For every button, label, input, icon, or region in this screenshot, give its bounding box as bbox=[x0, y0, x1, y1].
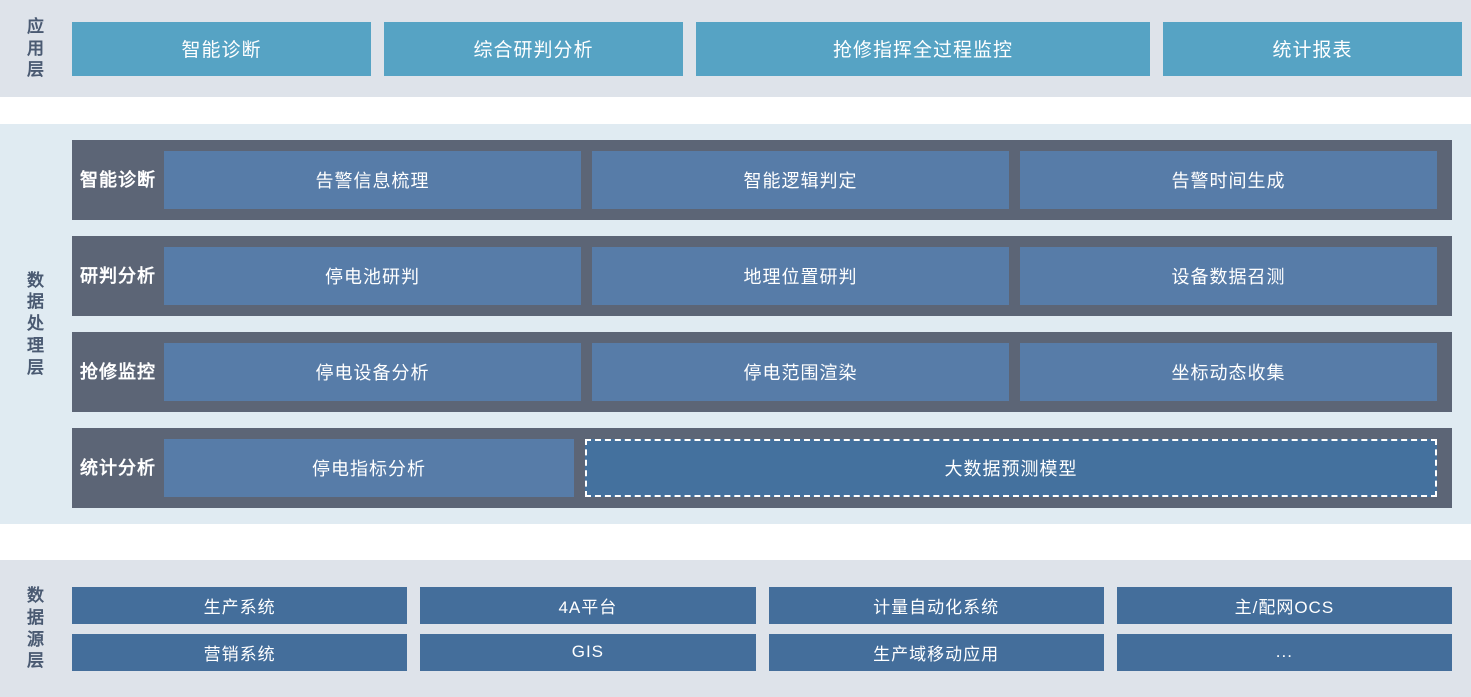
band-boxes-judgment-analysis: 停电池研判 地理位置研判 设备数据召测 bbox=[164, 247, 1437, 305]
src-box-more[interactable]: ... bbox=[1116, 633, 1452, 671]
data-source-layer-panel: 数据源层 生产系统 4A平台 计量自动化系统 主/配网OCS 营销系统 GIS … bbox=[0, 560, 1471, 697]
app-box-repair-monitoring[interactable]: 抢修指挥全过程监控 bbox=[696, 21, 1150, 76]
band-judgment-analysis: 研判分析 停电池研判 地理位置研判 设备数据召测 bbox=[72, 236, 1452, 316]
proc-box-outage-index-analysis[interactable]: 停电指标分析 bbox=[164, 439, 574, 497]
band-intelligent-diagnosis: 智能诊断 告警信息梳理 智能逻辑判定 告警时间生成 bbox=[72, 140, 1452, 220]
src-box-4a-platform[interactable]: 4A平台 bbox=[420, 586, 756, 624]
band-boxes-statistical-analysis: 停电指标分析 大数据预测模型 bbox=[164, 439, 1437, 497]
data-source-layer-body: 生产系统 4A平台 计量自动化系统 主/配网OCS 营销系统 GIS 生产域移动… bbox=[72, 560, 1471, 697]
band-title-statistical-analysis: 统计分析 bbox=[80, 457, 156, 478]
data-processing-band-list: 智能诊断 告警信息梳理 智能逻辑判定 告警时间生成 研判分析 停电池研判 地理位… bbox=[72, 140, 1471, 508]
band-repair-monitoring: 抢修监控 停电设备分析 停电范围渲染 坐标动态收集 bbox=[72, 332, 1452, 412]
src-box-production-mobile-app[interactable]: 生产域移动应用 bbox=[768, 633, 1104, 671]
application-layer-label: 应用层 bbox=[0, 0, 72, 97]
proc-box-outage-pool-judgment[interactable]: 停电池研判 bbox=[164, 247, 581, 305]
src-box-gis[interactable]: GIS bbox=[420, 633, 756, 671]
proc-box-coordinate-dynamic-collection[interactable]: 坐标动态收集 bbox=[1020, 343, 1437, 401]
proc-box-device-data-polling[interactable]: 设备数据召测 bbox=[1020, 247, 1437, 305]
proc-box-alarm-time-generation[interactable]: 告警时间生成 bbox=[1020, 151, 1437, 209]
band-boxes-intelligent-diagnosis: 告警信息梳理 智能逻辑判定 告警时间生成 bbox=[164, 151, 1437, 209]
src-box-metering-automation-system[interactable]: 计量自动化系统 bbox=[768, 586, 1104, 624]
app-box-comprehensive-analysis[interactable]: 综合研判分析 bbox=[384, 21, 683, 76]
proc-box-alarm-info-sorting[interactable]: 告警信息梳理 bbox=[164, 151, 581, 209]
app-box-intelligent-diagnosis[interactable]: 智能诊断 bbox=[72, 21, 371, 76]
data-processing-layer-panel: 数据处理层 智能诊断 告警信息梳理 智能逻辑判定 告警时间生成 研判分析 bbox=[0, 124, 1471, 524]
data-source-layer-label-text: 数据源层 bbox=[27, 586, 45, 671]
application-layer-panel: 应用层 智能诊断 综合研判分析 抢修指挥全过程监控 统计报表 bbox=[0, 0, 1471, 97]
band-title-judgment-analysis: 研判分析 bbox=[80, 265, 156, 286]
band-title-intelligent-diagnosis: 智能诊断 bbox=[80, 169, 156, 190]
data-source-layer-label: 数据源层 bbox=[0, 560, 72, 697]
application-layer-row: 智能诊断 综合研判分析 抢修指挥全过程监控 统计报表 bbox=[72, 21, 1471, 76]
band-boxes-repair-monitoring: 停电设备分析 停电范围渲染 坐标动态收集 bbox=[164, 343, 1437, 401]
src-box-main-distribution-ocs[interactable]: 主/配网OCS bbox=[1116, 586, 1452, 624]
band-title-repair-monitoring: 抢修监控 bbox=[80, 361, 156, 382]
proc-box-outage-device-analysis[interactable]: 停电设备分析 bbox=[164, 343, 581, 401]
proc-box-bigdata-prediction-model[interactable]: 大数据预测模型 bbox=[585, 439, 1437, 497]
application-layer-label-text: 应用层 bbox=[27, 16, 45, 80]
application-layer-body: 智能诊断 综合研判分析 抢修指挥全过程监控 统计报表 bbox=[72, 0, 1471, 97]
proc-box-intelligent-logic-judgment[interactable]: 智能逻辑判定 bbox=[592, 151, 1009, 209]
data-processing-layer-label-text: 数据处理层 bbox=[27, 270, 45, 377]
app-box-statistical-report[interactable]: 统计报表 bbox=[1163, 21, 1462, 76]
data-processing-layer-body: 智能诊断 告警信息梳理 智能逻辑判定 告警时间生成 研判分析 停电池研判 地理位… bbox=[72, 124, 1471, 524]
band-statistical-analysis: 统计分析 停电指标分析 大数据预测模型 bbox=[72, 428, 1452, 508]
proc-box-outage-range-rendering[interactable]: 停电范围渲染 bbox=[592, 343, 1009, 401]
src-box-production-system[interactable]: 生产系统 bbox=[72, 586, 408, 624]
src-box-marketing-system[interactable]: 营销系统 bbox=[72, 633, 408, 671]
data-source-row: 营销系统 GIS 生产域移动应用 ... bbox=[72, 633, 1452, 671]
proc-box-geolocation-judgment[interactable]: 地理位置研判 bbox=[592, 247, 1009, 305]
data-source-row-list: 生产系统 4A平台 计量自动化系统 主/配网OCS 营销系统 GIS 生产域移动… bbox=[72, 586, 1471, 671]
data-processing-layer-label: 数据处理层 bbox=[0, 124, 72, 524]
data-source-row: 生产系统 4A平台 计量自动化系统 主/配网OCS bbox=[72, 586, 1452, 624]
